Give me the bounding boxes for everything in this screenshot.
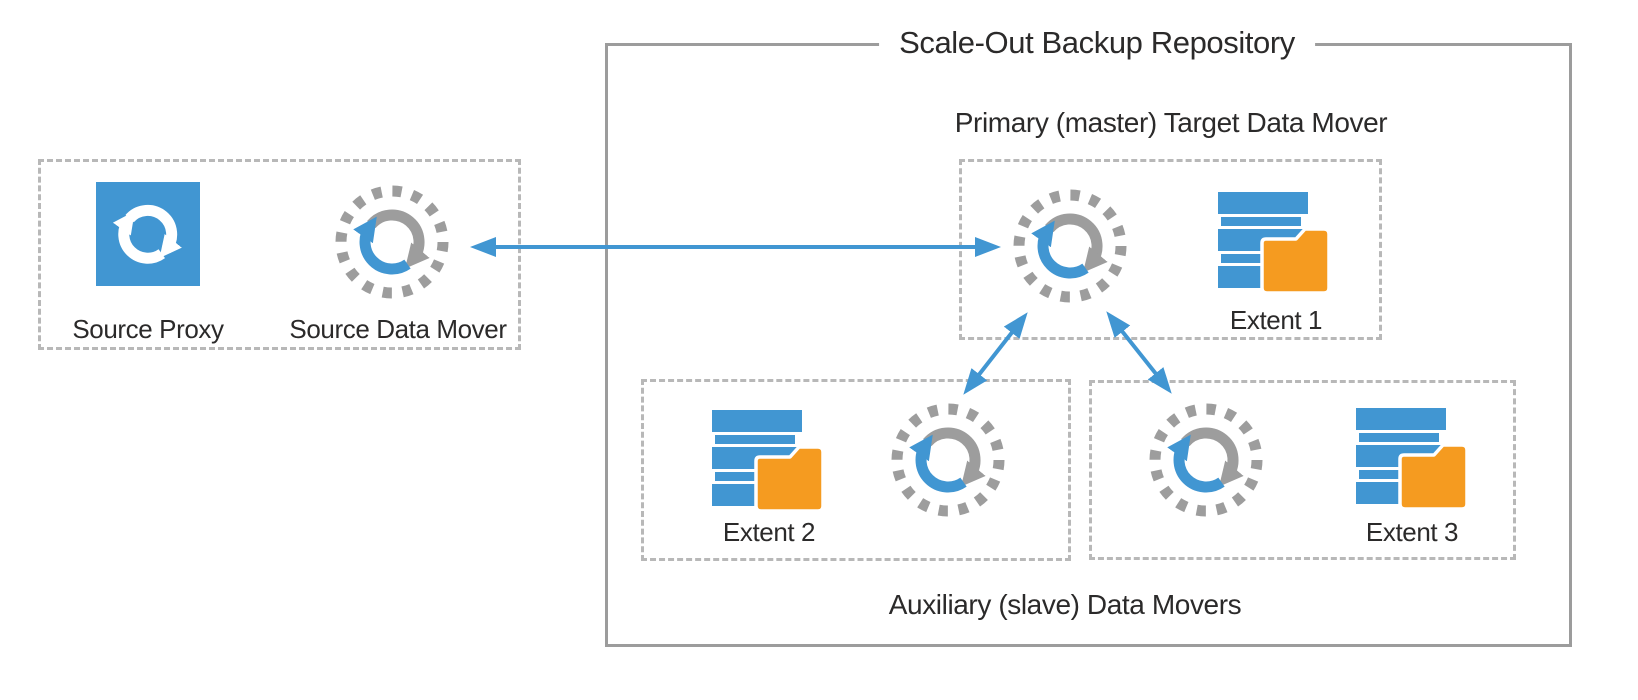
extent-2-label: Extent 2: [722, 517, 816, 547]
extent-3-box: [1089, 380, 1516, 560]
sync-arrow-blue: [353, 216, 411, 275]
dashed-ring: [1149, 403, 1263, 517]
auxiliary-data-mover-icon-extent2: [891, 403, 1005, 517]
sync-arrow-gray: [1181, 427, 1244, 487]
sync-arrow-gray: [1045, 213, 1108, 273]
proxy-sync-arrow-top: [125, 204, 182, 258]
extent-3-label: Extent 3: [1365, 517, 1459, 547]
folder: [1398, 443, 1468, 511]
primary-target-data-mover-icon: [1013, 189, 1127, 303]
sync-arrow-blue: [909, 434, 967, 493]
source-data-mover-icon: [335, 185, 449, 299]
extent-1-icon: [1218, 192, 1330, 295]
extent-2-icon: [712, 410, 824, 513]
source-proxy-label: Source Proxy: [72, 314, 224, 344]
folder: [754, 445, 824, 513]
auxiliary-data-mover-icon-extent3: [1149, 403, 1263, 517]
extent-1-label: Extent 1: [1229, 305, 1323, 335]
repository-title: Scale-Out Backup Repository: [879, 25, 1315, 61]
dashed-ring: [891, 403, 1005, 517]
sync-arrow-blue: [1031, 220, 1089, 279]
proxy-square: [96, 182, 200, 286]
primary-data-mover-label: Primary (master) Target Data Mover: [954, 107, 1388, 138]
dashed-ring: [335, 185, 449, 299]
sync-arrow-blue: [1167, 434, 1225, 493]
sync-arrow-gray: [923, 427, 986, 487]
extent-3-icon: [1356, 408, 1468, 511]
proxy-sync-arrow-bottom: [112, 211, 166, 264]
auxiliary-data-movers-label: Auxiliary (slave) Data Movers: [888, 589, 1242, 620]
extent-2-box: [641, 379, 1071, 561]
folder: [1260, 227, 1330, 295]
dashed-ring: [1013, 189, 1127, 303]
source-data-mover-label: Source Data Mover: [289, 314, 507, 344]
sync-arrow-gray: [367, 209, 430, 269]
source-proxy-icon: [96, 182, 200, 286]
